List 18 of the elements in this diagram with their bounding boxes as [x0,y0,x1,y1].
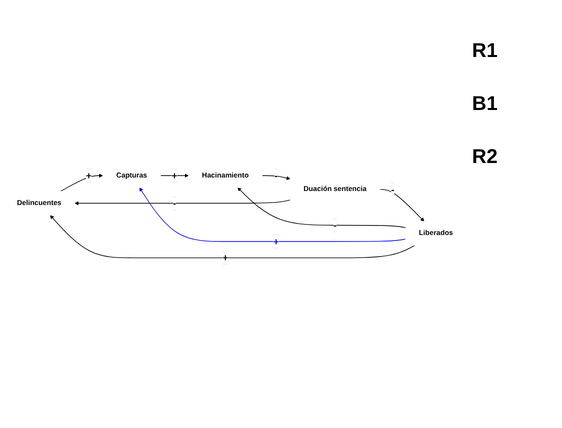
arrow [139,187,406,242]
arrow [74,199,290,205]
edge-label: + [222,252,228,264]
loop-label: R2 [472,146,499,169]
edge-label: - [274,170,278,181]
arrow [262,174,290,180]
loop-label: B1 [472,93,499,116]
edge-label: - [391,184,394,195]
arrow [50,214,415,258]
arrow [237,187,406,228]
edge-label: + [172,170,178,181]
loop-label: R1 [472,40,499,63]
edge-label: + [86,170,92,181]
edge-label: - [172,197,176,208]
edge-label: + [273,236,279,247]
edge-label: - [333,219,337,230]
arrow [60,173,103,192]
arrow [380,188,424,222]
